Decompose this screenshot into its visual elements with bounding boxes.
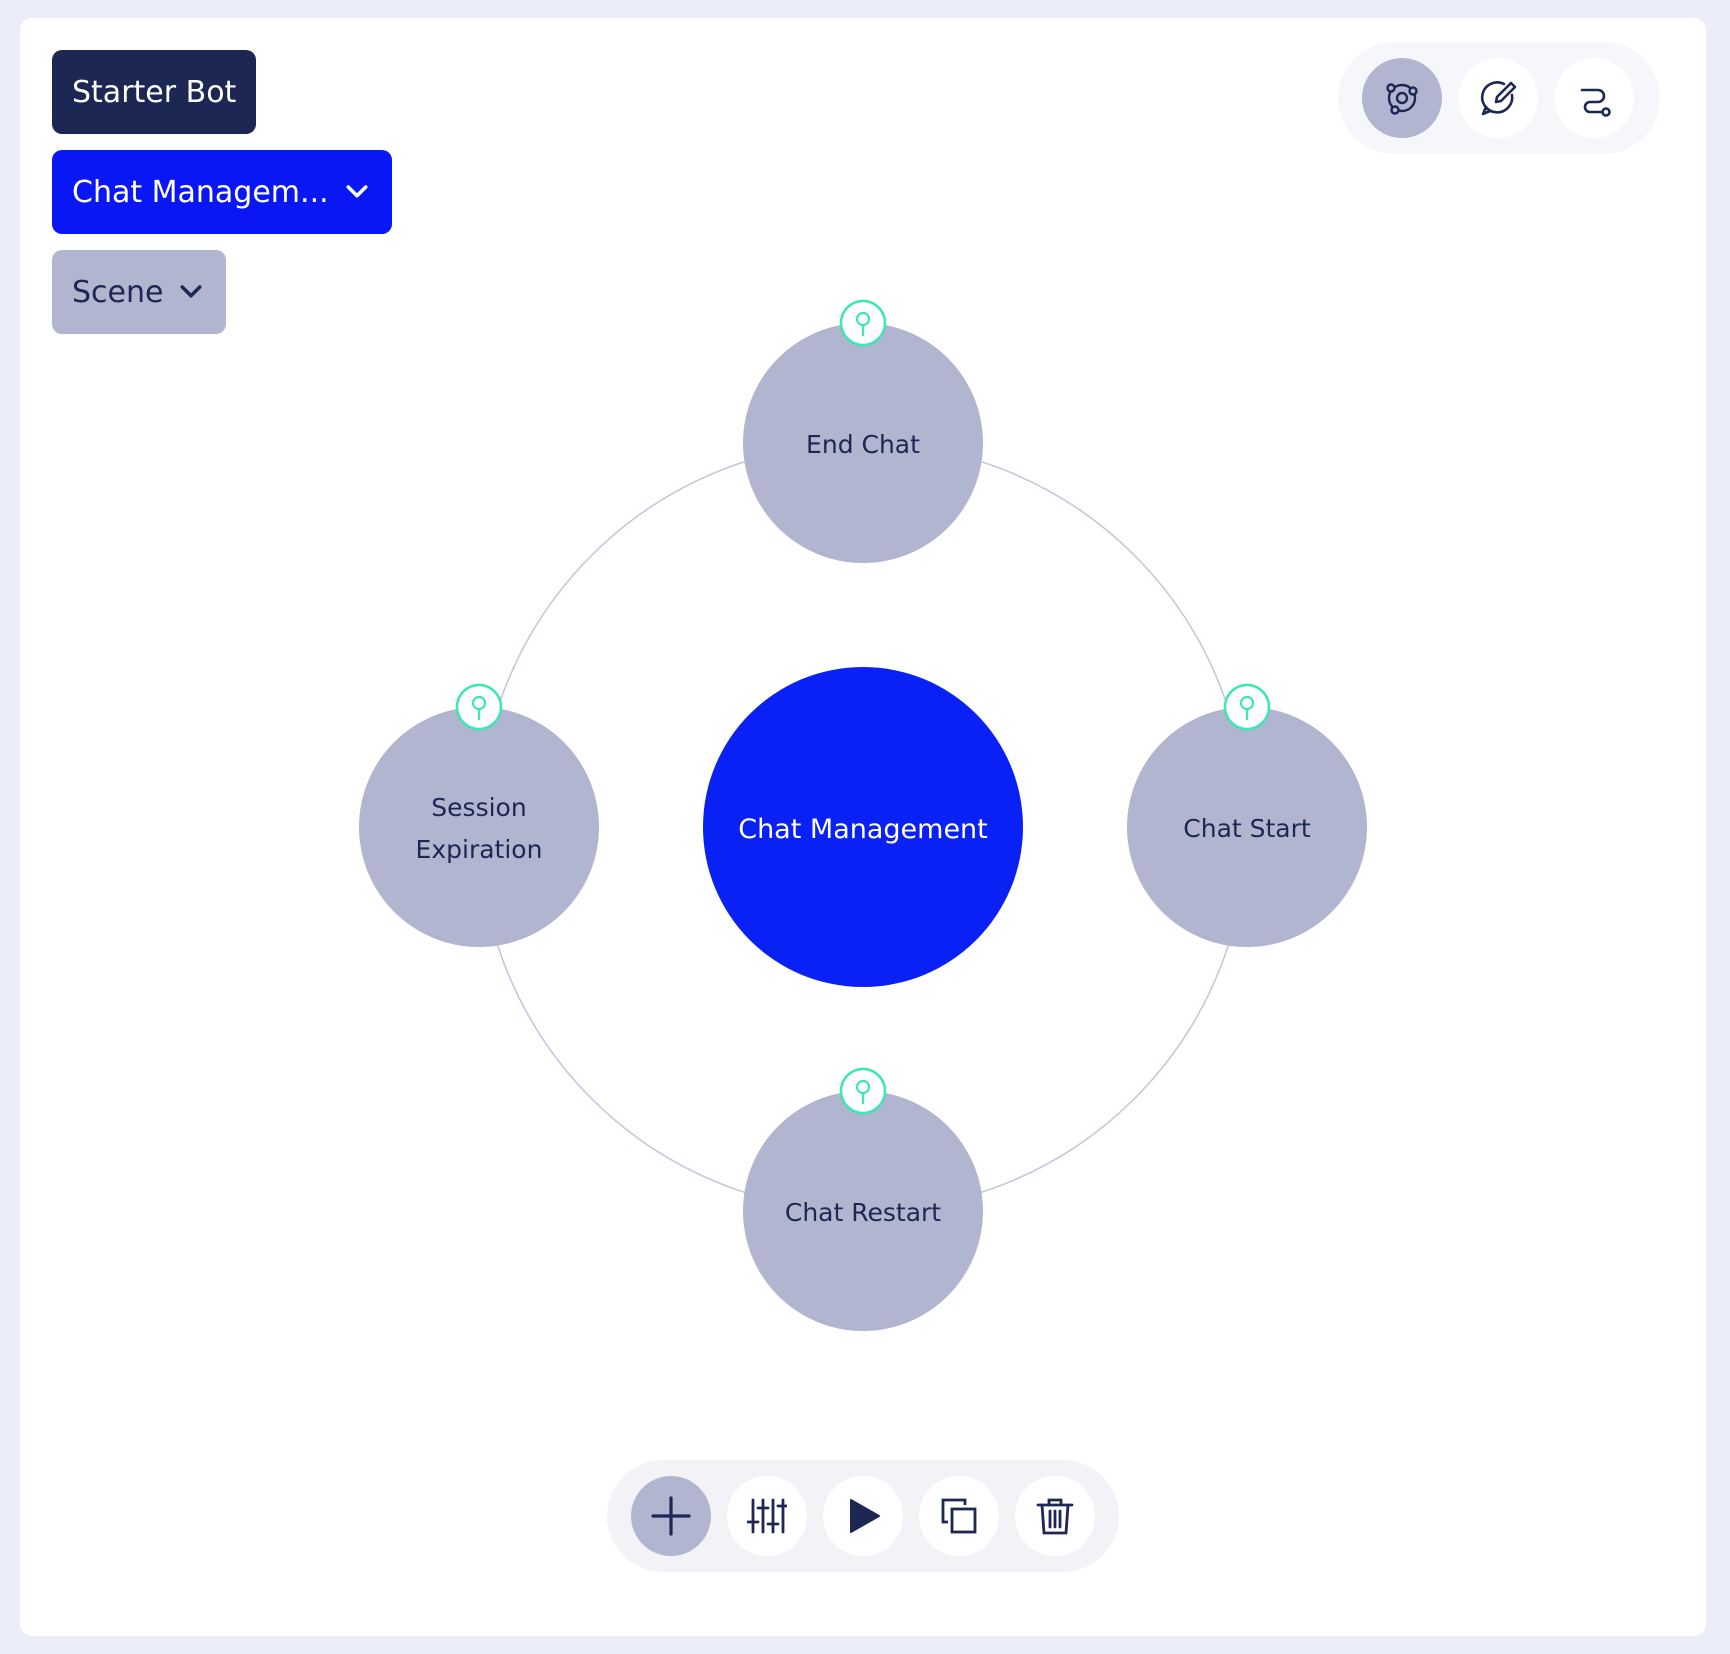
add-button[interactable] [631, 1476, 711, 1556]
node-chat-start-label: Chat Start [1183, 814, 1311, 843]
chevron-down-icon [346, 185, 368, 198]
delete-button[interactable] [1015, 1476, 1095, 1556]
node-end-chat-label: End Chat [806, 430, 920, 459]
node-session-expiration-label-line1: Session [431, 793, 526, 822]
node-session-expiration[interactable]: Session Expiration [359, 707, 599, 947]
scene-group-label: Chat Managem... [72, 174, 329, 210]
node-chat-restart-label: Chat Restart [785, 1198, 941, 1227]
route-icon [1580, 88, 1611, 117]
bot-name-label: Starter Bot [72, 74, 237, 110]
scene-level-dropdown[interactable]: Scene [52, 250, 226, 334]
edit-message-icon [1480, 81, 1517, 116]
node-chat-restart[interactable]: Chat Restart [743, 1091, 983, 1331]
pin-icon[interactable] [839, 299, 887, 347]
route-button[interactable] [1554, 58, 1634, 138]
trash-icon [1036, 1498, 1074, 1535]
pin-icon[interactable] [455, 683, 503, 731]
scene-level-label: Scene [72, 274, 164, 310]
network-icon [1386, 83, 1418, 115]
edit-message-button[interactable] [1458, 58, 1538, 138]
node-session-expiration-label-line2: Expiration [416, 835, 543, 864]
duplicate-icon [941, 1498, 977, 1534]
bot-name-button[interactable]: Starter Bot [52, 50, 257, 134]
play-button[interactable] [823, 1476, 903, 1556]
pin-icon[interactable] [1223, 683, 1271, 731]
view-toolbar [1338, 42, 1660, 154]
sliders-icon [747, 1498, 787, 1534]
plus-icon [651, 1496, 691, 1536]
settings-button[interactable] [727, 1476, 807, 1556]
node-chat-management[interactable]: Chat Management [703, 667, 1023, 987]
duplicate-button[interactable] [919, 1476, 999, 1556]
node-end-chat[interactable]: End Chat [743, 323, 983, 563]
pin-icon[interactable] [839, 1067, 887, 1115]
node-chat-management-label: Chat Management [738, 814, 988, 845]
action-toolbar [607, 1460, 1119, 1572]
scene-group-dropdown[interactable]: Chat Managem... [52, 150, 392, 234]
play-icon [850, 1499, 880, 1533]
chevron-down-icon [180, 285, 202, 298]
node-chat-start[interactable]: Chat Start [1127, 707, 1367, 947]
network-view-button[interactable] [1362, 58, 1442, 138]
